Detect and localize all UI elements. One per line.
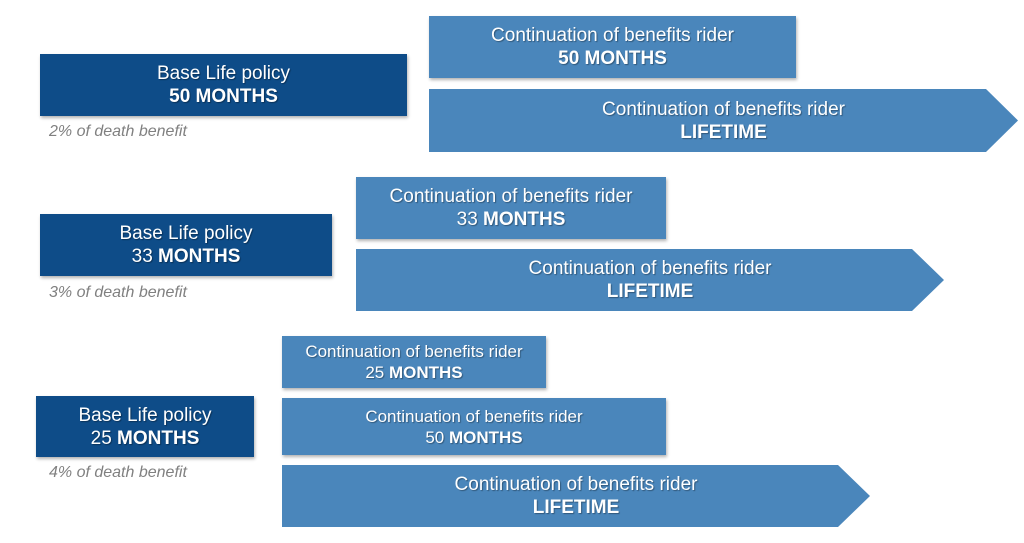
rider-duration: LIFETIME — [532, 497, 620, 518]
rider-title: Continuation of benefits rider — [389, 186, 633, 207]
rider-arrow: Continuation of benefits rider LIFETIME — [429, 89, 1018, 152]
base-policy-title: Base Life policy — [156, 63, 291, 84]
death-benefit-note: 4% of death benefit — [49, 464, 187, 481]
base-policy-box: Base Life policy 50 MONTHS — [40, 54, 407, 116]
rider-arrow: Continuation of benefits rider LIFETIME — [356, 249, 944, 311]
base-policy-duration: 33 MONTHS — [131, 246, 241, 267]
rider-title: Continuation of benefits rider — [454, 474, 698, 495]
rider-arrow: Continuation of benefits rider LIFETIME — [282, 465, 870, 527]
rider-duration: LIFETIME — [680, 121, 767, 143]
rider-box: Continuation of benefits rider 50 MONTHS — [282, 398, 666, 455]
rider-title: Continuation of benefits rider — [365, 406, 583, 426]
rider-box: Continuation of benefits rider 25 MONTHS — [282, 336, 546, 388]
base-policy-duration: 50 MONTHS — [169, 86, 278, 107]
base-policy-title: Base Life policy — [78, 404, 212, 426]
death-benefit-note: 2% of death benefit — [49, 123, 187, 140]
base-policy-duration: 25 MONTHS — [90, 427, 200, 449]
rider-box: Continuation of benefits rider 33 MONTHS — [356, 177, 666, 239]
rider-duration: 33 MONTHS — [456, 209, 566, 230]
rider-title: Continuation of benefits rider — [305, 342, 523, 361]
base-policy-box: Base Life policy 33 MONTHS — [40, 214, 332, 276]
rider-duration: 25 MONTHS — [365, 363, 463, 382]
rider-duration: 50 MONTHS — [558, 48, 667, 69]
rider-title: Continuation of benefits rider — [528, 258, 772, 279]
base-policy-box: Base Life policy 25 MONTHS — [36, 396, 254, 457]
rider-title: Continuation of benefits rider — [491, 25, 734, 46]
base-policy-title: Base Life policy — [119, 223, 253, 244]
rider-box: Continuation of benefits rider 50 MONTHS — [429, 16, 796, 78]
rider-title: Continuation of benefits rider — [602, 98, 845, 120]
rider-duration: LIFETIME — [606, 281, 694, 302]
rider-duration: 50 MONTHS — [425, 427, 523, 447]
death-benefit-note: 3% of death benefit — [49, 284, 187, 301]
